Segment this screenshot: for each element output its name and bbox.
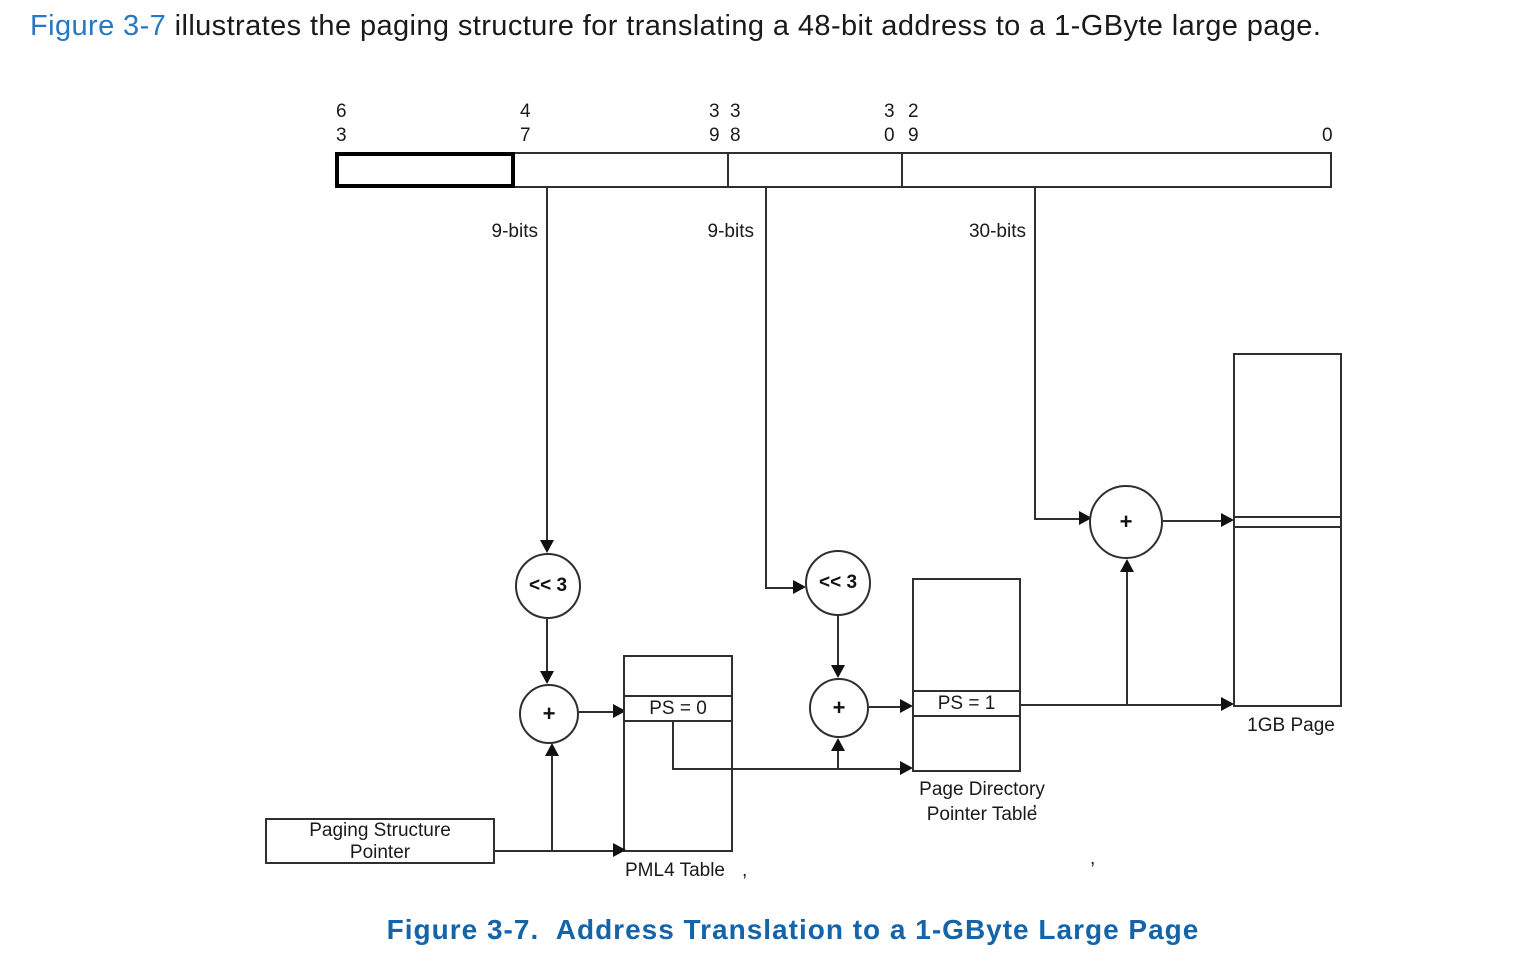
bit-label-39: 3 9 xyxy=(709,101,720,146)
tap1-arrowhead xyxy=(540,540,554,553)
psp-to-pml4-line xyxy=(495,850,613,852)
add3-to-page-arrowhead xyxy=(1221,513,1234,527)
adder-2-label: + xyxy=(832,695,846,720)
add1-to-pml4-arrowhead xyxy=(613,704,626,718)
shift-left-2-label: << 3 xyxy=(818,572,858,593)
bit-label-29: 2 9 xyxy=(908,101,919,146)
pdpt-out-to-add3-branch-line xyxy=(1126,572,1128,704)
pml4-entry-ps0: PS = 0 xyxy=(625,695,731,722)
pml4-out-to-add2-arrowhead xyxy=(831,738,845,751)
stray-comma-3: , xyxy=(1090,848,1096,869)
field-width-label-offset: 30-bits xyxy=(968,221,1026,242)
bar-divider-30-29 xyxy=(901,154,903,186)
pml4-table-caption: PML4 Table xyxy=(625,860,725,881)
psp-to-add1-branch-line xyxy=(551,756,553,850)
add2-to-pdpt-line xyxy=(869,706,900,708)
bit-label-38: 3 8 xyxy=(730,101,741,146)
psp-to-add1-arrowhead xyxy=(545,743,559,756)
pml4-out-to-add2-branch-line xyxy=(837,751,839,768)
bit-label-30: 3 0 xyxy=(884,101,895,146)
pdpt-out-line xyxy=(1021,704,1221,706)
pdpt-caption-line2: Pointer Table xyxy=(926,804,1038,825)
bit-label-63: 6 3 xyxy=(336,101,347,146)
pdpt-caption-line1: Page Directory xyxy=(919,779,1045,800)
shift1-to-add1-arrowhead xyxy=(540,671,554,684)
gb-page-caption: 1GB Page xyxy=(1247,715,1335,736)
pdpt-entry-label: PS = 1 xyxy=(937,692,996,714)
paging-structure-pointer-box: Paging Structure Pointer xyxy=(265,818,495,864)
shift-left-1-node: << 3 xyxy=(515,553,581,619)
stray-comma-1: , xyxy=(742,860,748,881)
adder-3-label: + xyxy=(1119,509,1133,534)
tap3-line-horizontal xyxy=(1034,518,1079,520)
add3-to-page-line xyxy=(1163,520,1221,522)
shift-left-1-label: << 3 xyxy=(528,575,568,596)
gb-page-box xyxy=(1233,353,1342,707)
shift2-to-add2-line xyxy=(837,616,839,665)
figure-caption: Figure 3-7. Address Translation to a 1-G… xyxy=(386,914,1200,945)
tap3-line-vertical xyxy=(1034,188,1036,520)
tap3-arrowhead xyxy=(1079,511,1092,525)
add1-to-pml4-line xyxy=(579,711,613,713)
bit-label-47: 4 7 xyxy=(520,101,531,146)
shift-left-2-node: << 3 xyxy=(805,550,871,616)
pdpt-out-arrowhead xyxy=(1221,697,1234,711)
pml4-table-box: PS = 0 xyxy=(623,655,733,852)
stray-comma-2: , xyxy=(1032,791,1038,812)
pdpt-out-to-add3-arrowhead xyxy=(1120,559,1134,572)
pml4-out-arrowhead xyxy=(900,761,913,775)
adder-3-node: + xyxy=(1089,485,1163,559)
add2-to-pdpt-arrowhead xyxy=(900,699,913,713)
bar-divider-39-38 xyxy=(727,154,729,186)
paging-structure-pointer-label: Paging Structure Pointer xyxy=(309,820,451,863)
tap2-line-vertical xyxy=(765,188,767,589)
adder-1-node: + xyxy=(519,684,579,744)
shift2-to-add2-arrowhead xyxy=(831,665,845,678)
pml4-out-down-line xyxy=(672,720,674,770)
adder-1-label: + xyxy=(542,701,556,726)
figure-3-7-link[interactable]: Figure 3-7 xyxy=(30,10,167,42)
intro-text: illustrates the paging structure for tra… xyxy=(166,10,1322,42)
bit-label-0: 0 xyxy=(1322,125,1333,146)
gb-page-slot xyxy=(1235,516,1340,528)
bar-segment-63-48 xyxy=(335,152,515,188)
field-width-label-pdpt: 9-bits xyxy=(707,221,754,242)
pdpt-entry-ps1: PS = 1 xyxy=(914,690,1019,717)
pdpt-box: PS = 1 xyxy=(912,578,1021,772)
shift1-to-add1-line xyxy=(546,619,548,671)
tap2-line-horizontal xyxy=(765,587,793,589)
tap2-arrowhead xyxy=(793,580,806,594)
tap1-line xyxy=(546,188,548,541)
linear-address-bar xyxy=(335,152,1332,188)
adder-2-node: + xyxy=(809,678,869,738)
intro-sentence: Figure 3-7 illustrates the paging struct… xyxy=(30,10,1321,43)
psp-to-pml4-arrowhead xyxy=(613,843,626,857)
pml4-entry-label: PS = 0 xyxy=(649,697,707,719)
field-width-label-pml4: 9-bits xyxy=(491,221,538,242)
pml4-out-right-line xyxy=(672,768,900,770)
